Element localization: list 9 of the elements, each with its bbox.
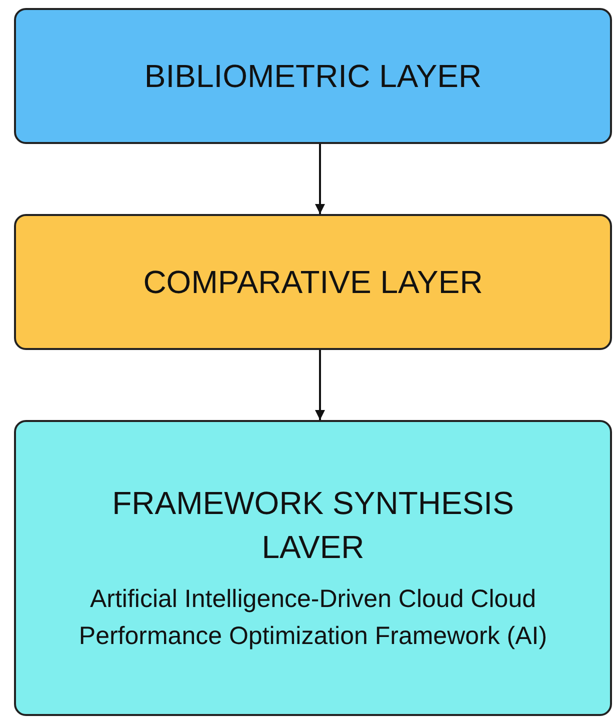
layer-box bbox=[14, 420, 612, 716]
layer-title: COMPARATIVE LAYER bbox=[142, 263, 484, 302]
layer-box bbox=[14, 8, 612, 144]
layer-title: BIBLIOMETRIC LAYER bbox=[143, 57, 483, 96]
layer-description: Artificial Intelligence-Driven Cloud Cloud Performance Optimization Framework (AI) bbox=[78, 584, 548, 652]
layer-title: FRAMEWORK SYNTHESIS LAVER bbox=[111, 484, 515, 567]
layer-box bbox=[14, 214, 612, 350]
arrow bbox=[315, 350, 325, 420]
arrow bbox=[315, 144, 325, 214]
